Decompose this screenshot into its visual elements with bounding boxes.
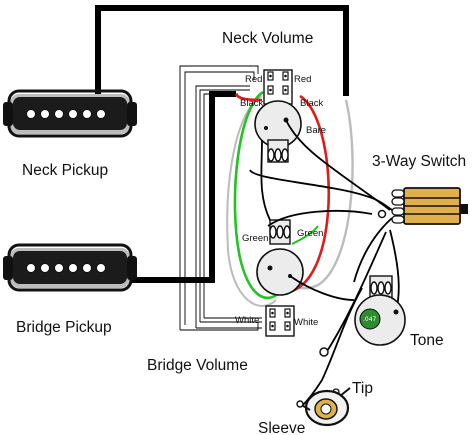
hot-wires [95, 5, 349, 283]
switch-to-tone-wire [353, 217, 393, 283]
neck-braid-3 [195, 85, 250, 328]
bridge-white-left-label: White [235, 315, 259, 326]
capacitor-icon: .047 [359, 308, 381, 330]
jack-sleeve-lug [319, 347, 329, 357]
bridge-pickup-hot-wire [132, 91, 236, 283]
neck-braid-4 [199, 89, 250, 322]
three-way-switch-label: 3-Way Switch [372, 153, 466, 170]
neck-braid-outer [179, 65, 259, 330]
bridge-green-left-label: Green [242, 233, 268, 244]
red-neck-lead [234, 93, 263, 102]
neck-lug-down-wire [260, 139, 271, 221]
bridge-white-right-label: White [294, 317, 318, 328]
output-jack-icon [296, 387, 351, 427]
bridge-volume-pot [256, 219, 304, 337]
tone-pot [354, 275, 406, 346]
sleeve-label: Sleeve [258, 420, 305, 435]
braided-leads [179, 65, 262, 331]
neck-pickup-hot-wire [95, 5, 349, 98]
neck-red-right-label: Red [294, 74, 311, 85]
neck-volume-pot [254, 69, 302, 163]
bridge-volume-label: Bridge Volume [147, 357, 248, 374]
bridge-to-switch-wire [267, 210, 373, 227]
neck-bare-label: Bare [306, 125, 326, 136]
bridge-to-tone-wire [289, 275, 355, 301]
neck-braid-inner [184, 71, 255, 325]
neck-black-right-label: Black [300, 98, 323, 109]
tone-label: Tone [410, 332, 444, 349]
bridge-braid-outer [180, 322, 259, 331]
bridge-green-right-label: Green [297, 228, 323, 239]
tip-label: Tip [352, 380, 373, 397]
neck-red-left-label: Red [245, 74, 262, 85]
neck-ground-wire [249, 169, 393, 211]
bridge-pickup-label: Bridge Pickup [16, 319, 112, 336]
neck-pickup [3, 89, 137, 138]
green-wire-left [233, 90, 281, 300]
neck-volume-label: Neck Volume [222, 30, 313, 47]
neck-black-left-label: Black [240, 98, 263, 109]
green-bridge-lead [291, 225, 319, 245]
neck-braid-5 [203, 93, 238, 318]
capacitor-value: .047 [363, 316, 377, 323]
bridge-pickup [3, 243, 137, 292]
three-way-switch [377, 187, 468, 225]
neck-pickup-label: Neck Pickup [22, 162, 108, 179]
bare-ground-wire [226, 95, 277, 307]
